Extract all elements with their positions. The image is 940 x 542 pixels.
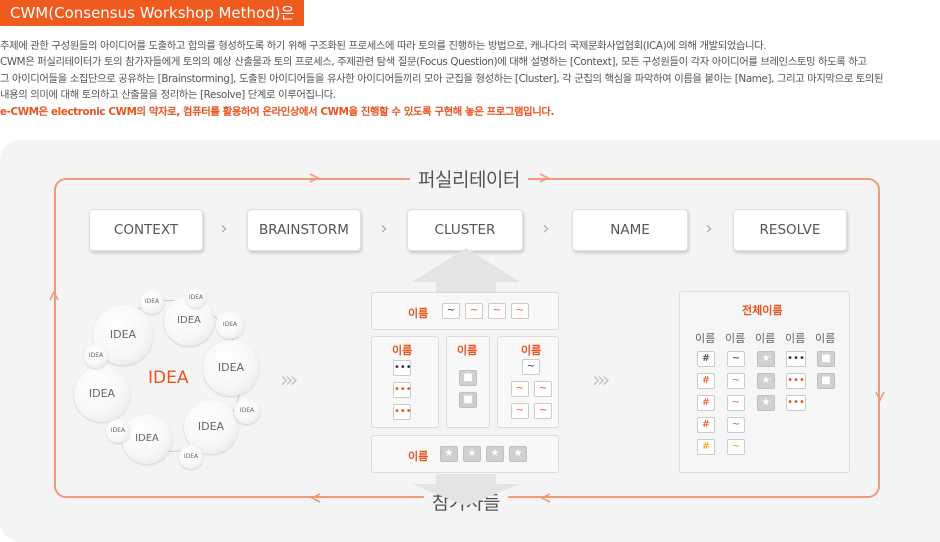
flow-arrow-icon: ››› (280, 368, 299, 393)
down-arrow-icon (412, 484, 520, 506)
idea-bubble-small: IDEA (216, 311, 244, 339)
idea-bubble-small: IDEA (186, 288, 206, 308)
total-name-label: 전체이름 (742, 304, 783, 317)
up-arrow-stem (436, 281, 496, 293)
cluster-name-label: 이름 (408, 450, 429, 463)
idea-bubble-small: IDEA (179, 445, 203, 469)
idea-bubble: IDEA (93, 305, 153, 365)
tilde-chip: ~ (727, 417, 745, 433)
tilde-chip: ~ (465, 303, 483, 319)
flow-arrow-icon: ››› (592, 368, 611, 393)
tilde-chip: ~ (511, 381, 529, 397)
step-context: CONTEXT (89, 209, 203, 251)
dots-chip: ••• (393, 404, 412, 420)
tilde-chip: ~ (488, 303, 506, 319)
square-chip: ■ (459, 392, 477, 408)
star-chip: ★ (486, 446, 504, 462)
tilde-chip: ~ (511, 403, 529, 419)
description-line: CWM은 퍼실리테이터가 토의 참가자들에게 토의의 예상 산출물과 토의 프로… (0, 56, 867, 69)
cluster-name-label: 이름 (392, 344, 413, 357)
cluster-name-label: 이름 (457, 344, 478, 357)
description-line: 내용의 의미에 대해 토의하고 산출물을 정리하는 [Resolve] 단계로 … (0, 89, 336, 102)
hash-chip: # (697, 395, 715, 411)
step-resolve: RESOLVE (733, 209, 847, 251)
idea-bubble: IDEA (164, 296, 214, 346)
page-title: CWM(Consensus Workshop Method)은 (0, 0, 305, 26)
up-arrow-icon (412, 248, 520, 282)
chevron-right-icon: › (380, 218, 388, 239)
idea-bubble-small: IDEA (234, 398, 260, 424)
tilde-chip: ~ (727, 439, 745, 455)
description-highlight: e-CWM은 electronic CWM의 약자로, 컴퓨터를 활용하여 온라… (0, 105, 555, 118)
facilitator-label: 퍼실리테이터 (410, 165, 528, 192)
column-name-label: 이름 (725, 332, 746, 345)
idea-bubble: IDEA (74, 366, 130, 422)
dots-chip: ••• (786, 373, 806, 389)
step-brainstorm: BRAINSTORM (247, 209, 361, 251)
center-idea-label: IDEA (148, 368, 189, 388)
dots-chip: ••• (786, 351, 806, 367)
idea-bubble: IDEA (122, 414, 172, 464)
idea-bubble-small: IDEA (84, 344, 108, 368)
column-name-label: 이름 (695, 332, 716, 345)
square-chip: ■ (817, 351, 835, 367)
star-chip: ★ (509, 446, 527, 462)
dots-chip: ••• (393, 360, 412, 376)
tilde-chip: ~ (534, 381, 552, 397)
column-name-label: 이름 (755, 332, 776, 345)
hash-chip: # (697, 373, 715, 389)
cluster-name-label: 이름 (408, 307, 429, 320)
star-chip: ★ (463, 446, 481, 462)
star-chip: ★ (757, 373, 775, 389)
column-name-label: 이름 (815, 332, 836, 345)
step-name: NAME (572, 209, 688, 251)
hash-chip: # (697, 439, 715, 455)
star-chip: ★ (440, 446, 458, 462)
tilde-chip: ~ (727, 351, 745, 367)
hash-chip: # (697, 417, 715, 433)
dots-chip: ••• (786, 395, 806, 411)
chevron-right-icon: › (220, 218, 228, 239)
hash-chip: # (697, 351, 715, 367)
star-chip: ★ (757, 351, 775, 367)
star-chip: ★ (757, 395, 775, 411)
tilde-chip: ~ (522, 359, 540, 375)
description-line: 그 아이디어들을 소집단으로 공유하는 [Brainstorming], 도출된… (0, 72, 884, 85)
step-cluster: CLUSTER (407, 209, 523, 251)
tilde-chip: ~ (534, 403, 552, 419)
tilde-chip: ~ (442, 303, 460, 319)
description: 주제에 관한 구성원들의 아이디어를 도출하고 합의를 형성하도록 하기 위해 … (0, 38, 940, 120)
description-line: 주제에 관한 구성원들의 아이디어를 도출하고 합의를 형성하도록 하기 위해 … (0, 40, 767, 52)
down-arrow-stem (436, 474, 496, 484)
tilde-chip: ~ (727, 373, 745, 389)
square-chip: ■ (817, 373, 835, 389)
cluster-name-label: 이름 (521, 344, 542, 357)
idea-bubble: IDEA (203, 340, 259, 396)
chevron-right-icon: › (542, 218, 550, 239)
dots-chip: ••• (393, 382, 412, 398)
column-name-label: 이름 (785, 332, 806, 345)
chevron-right-icon: › (705, 218, 713, 239)
tilde-chip: ~ (727, 395, 745, 411)
tilde-chip: ~ (511, 303, 529, 319)
idea-bubble-small: IDEA (106, 419, 130, 443)
square-chip: ■ (459, 370, 477, 386)
idea-bubble-small: IDEA (140, 290, 164, 314)
